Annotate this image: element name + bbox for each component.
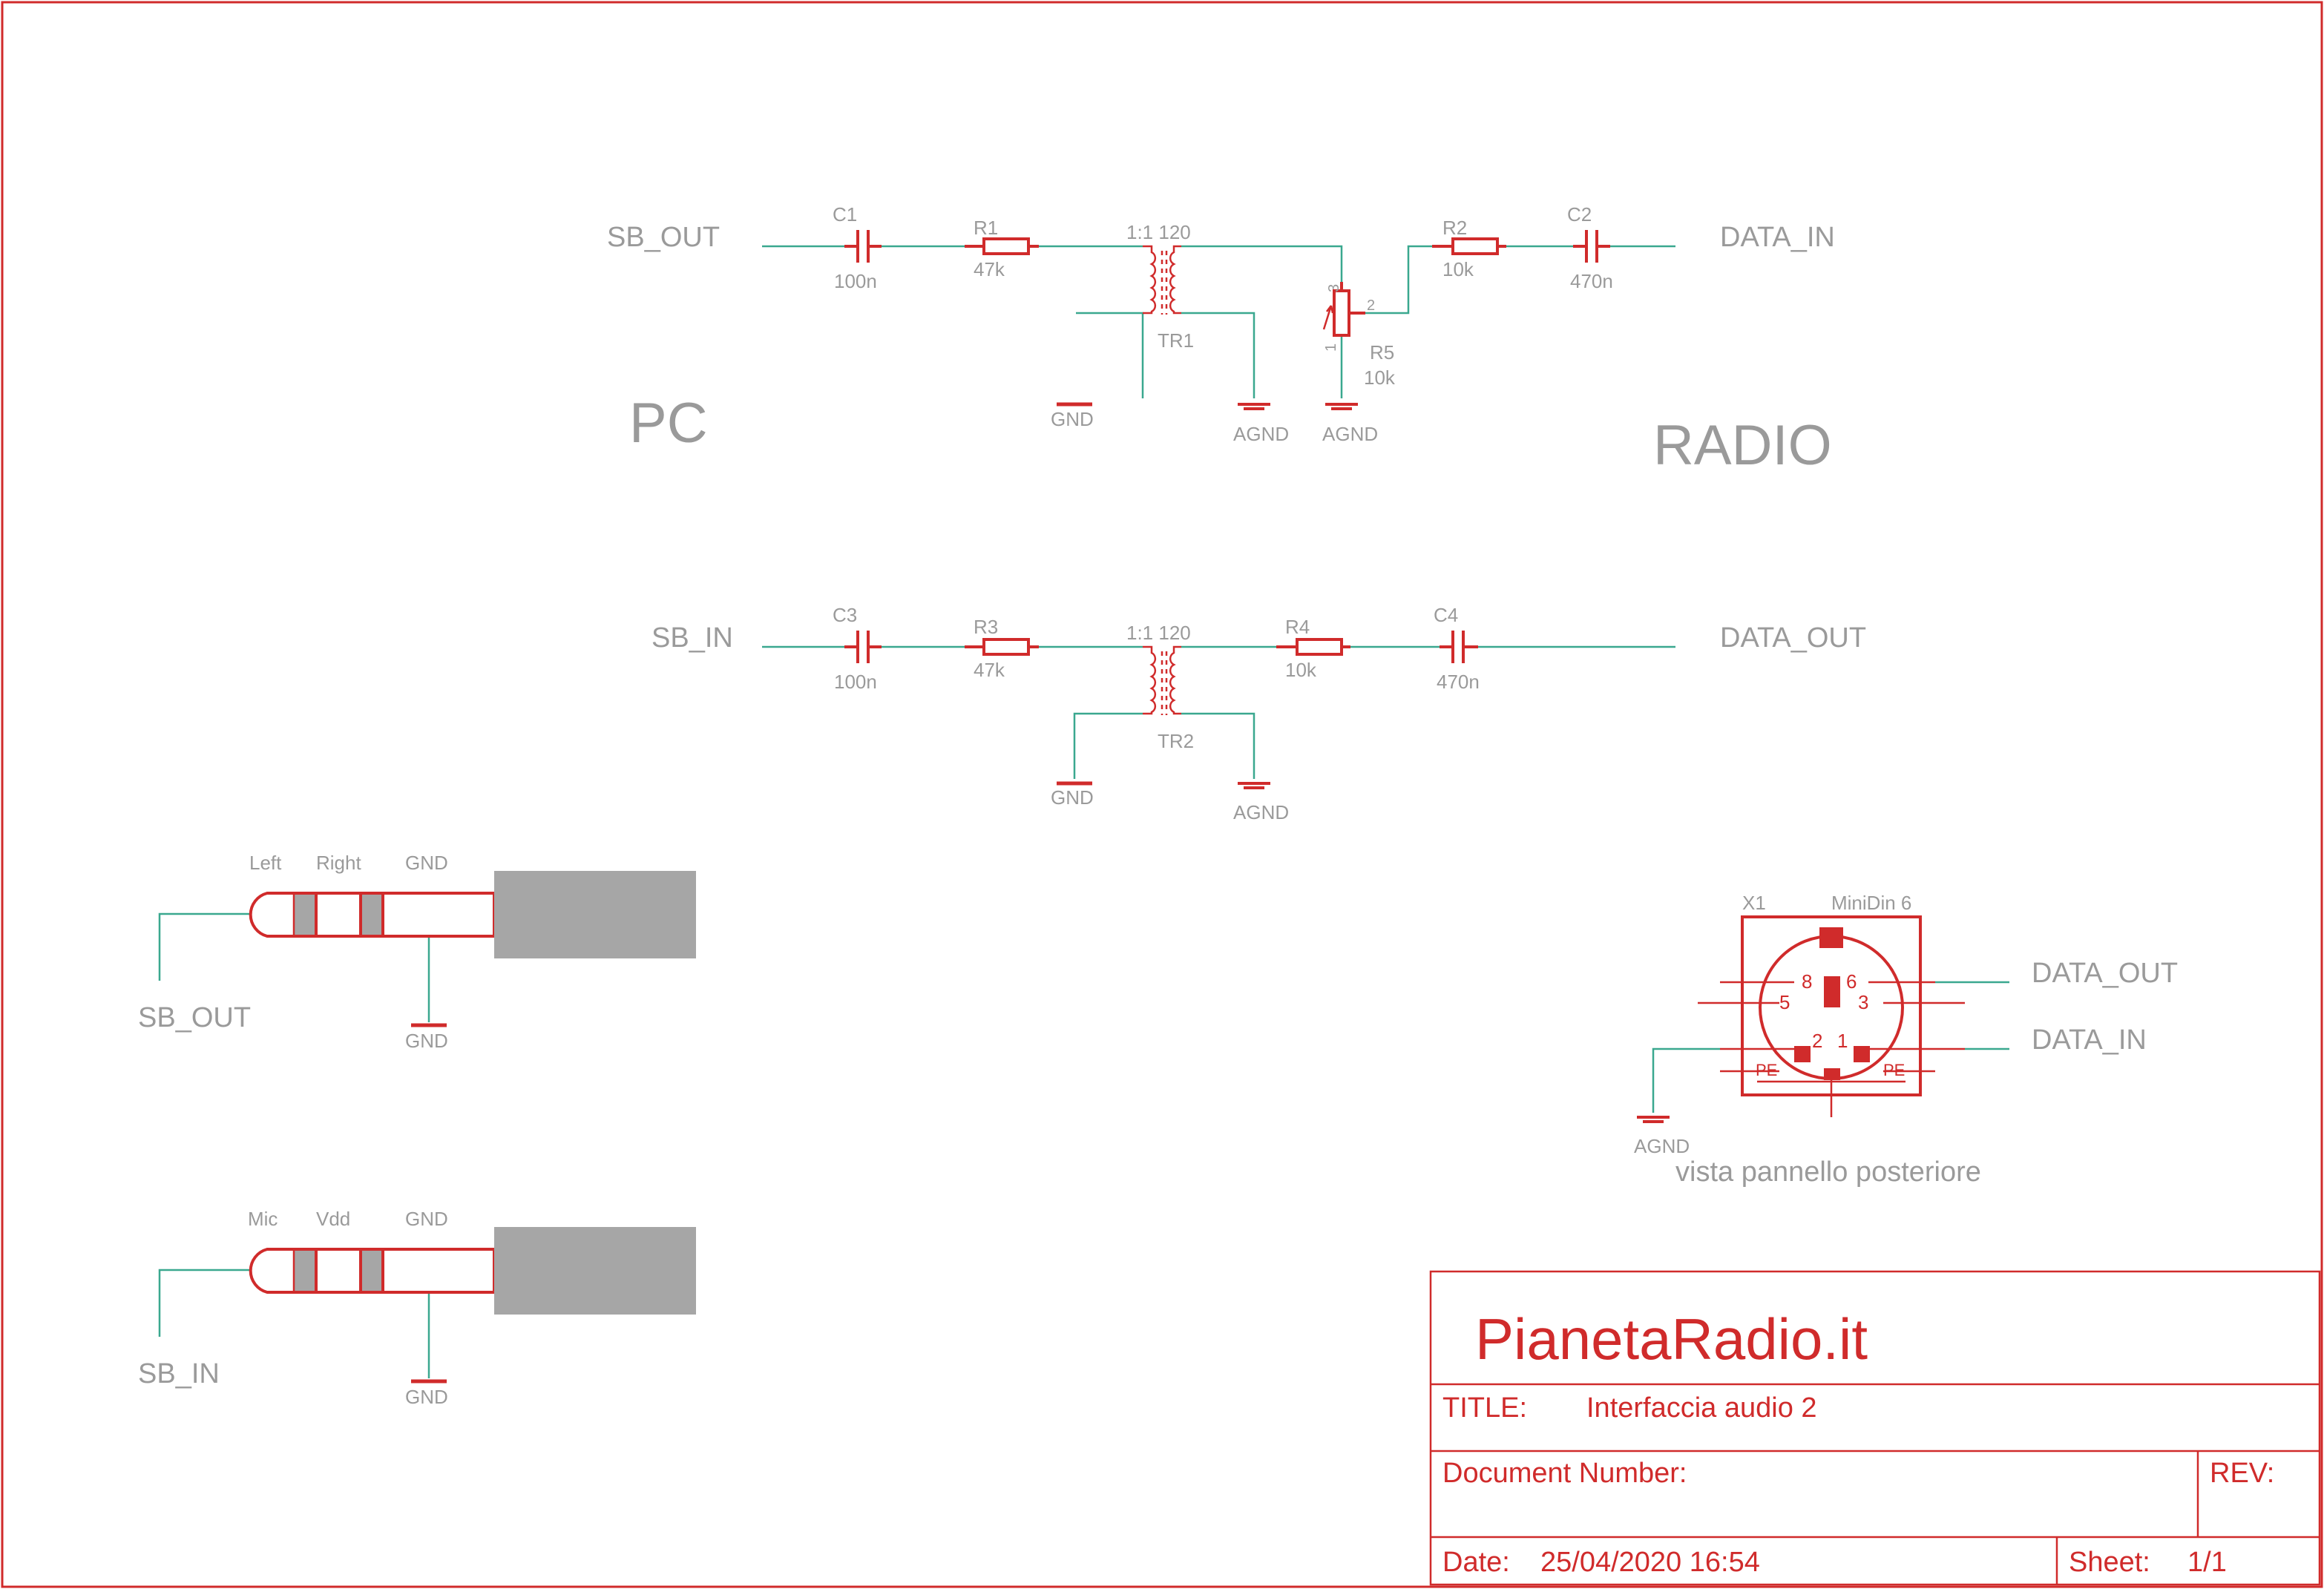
jack-out-ring-label: Right bbox=[316, 852, 361, 874]
potentiometer-r5: 3 2 1 R5 10k bbox=[1322, 282, 1396, 389]
section-label-pc: PC bbox=[629, 392, 708, 455]
jack-in-ring-label: Vdd bbox=[316, 1208, 350, 1230]
agnd-label-tr1: AGND bbox=[1233, 423, 1289, 445]
r3-name: R3 bbox=[974, 616, 998, 638]
r1-value: 47k bbox=[974, 258, 1005, 280]
jack-in-net-label: SB_IN bbox=[138, 1358, 220, 1389]
x1-pin-8: 8 bbox=[1802, 970, 1812, 993]
jack-out: Left Right GND SB_OUT GND bbox=[138, 852, 696, 1052]
connector-x1-minidin: X1 MiniDin 6 8 6 5 3 2 1 PE PE DATA_OUT … bbox=[1634, 892, 2178, 1188]
x1-net-data-in: DATA_IN bbox=[2032, 1024, 2147, 1056]
jack-out-gnd-label: GND bbox=[405, 1030, 448, 1052]
tr2-ratio: 1:1 120 bbox=[1126, 622, 1191, 644]
capacitor-c2: C2 470n bbox=[1567, 203, 1613, 292]
jack-in-tip-label: Mic bbox=[248, 1208, 278, 1230]
x1-pin-pe-left: PE bbox=[1756, 1061, 1777, 1079]
tr1-ratio: 1:1 120 bbox=[1126, 221, 1191, 243]
title-block-company: PianetaRadio.it bbox=[1475, 1306, 1868, 1372]
resistor-r1: R1 47k bbox=[965, 217, 1039, 280]
x1-type: MiniDin 6 bbox=[1831, 892, 1911, 914]
jack-out-sleeve-label: GND bbox=[405, 852, 448, 874]
net-label-data-in: DATA_IN bbox=[1720, 222, 1835, 253]
title-block-rev-label: REV: bbox=[2210, 1458, 2274, 1489]
transformer-tr2: 1:1 120 TR2 bbox=[1126, 622, 1194, 752]
agnd-label-r5: AGND bbox=[1322, 423, 1378, 445]
gnd-label-tr1: GND bbox=[1051, 408, 1094, 430]
tx-audio-path: SB_OUT DATA_IN C1 100n R1 47k bbox=[607, 203, 1835, 445]
title-block-sheet-label: Sheet: bbox=[2069, 1547, 2150, 1578]
r2-value: 10k bbox=[1442, 258, 1474, 280]
title-block-title-label: TITLE: bbox=[1442, 1392, 1527, 1424]
jack-out-tip-label: Left bbox=[249, 852, 282, 874]
net-label-sb-in: SB_IN bbox=[651, 622, 733, 654]
r3-value: 47k bbox=[974, 659, 1005, 681]
x1-pin-6: 6 bbox=[1846, 970, 1857, 993]
title-block-date-value: 25/04/2020 16:54 bbox=[1540, 1547, 1760, 1578]
capacitor-c4: C4 470n bbox=[1434, 604, 1480, 693]
x1-pin-1: 1 bbox=[1837, 1030, 1848, 1052]
title-block-sheet-value: 1/1 bbox=[2187, 1547, 2227, 1578]
jack-in-tip-ring bbox=[292, 1248, 318, 1294]
c1-value: 100n bbox=[834, 270, 877, 292]
x1-pin-2: 2 bbox=[1812, 1030, 1822, 1052]
jack-out-ring bbox=[359, 892, 384, 938]
transformer-tr1: 1:1 120 TR1 bbox=[1126, 221, 1194, 352]
r4-value: 10k bbox=[1285, 659, 1317, 681]
r5-name: R5 bbox=[1370, 341, 1394, 363]
r1-name: R1 bbox=[974, 217, 998, 239]
resistor-r4: R4 10k bbox=[1276, 616, 1350, 681]
jack-in-ring bbox=[359, 1248, 384, 1294]
title-block-docnum-label: Document Number: bbox=[1442, 1458, 1687, 1489]
c4-name: C4 bbox=[1434, 604, 1458, 626]
title-block: PianetaRadio.it TITLE: Interfaccia audio… bbox=[1429, 1270, 2321, 1586]
c3-name: C3 bbox=[833, 604, 857, 626]
jack-out-plug-body bbox=[494, 871, 696, 958]
c3-value: 100n bbox=[834, 671, 877, 693]
agnd-label-tr2: AGND bbox=[1233, 801, 1289, 823]
r2-name: R2 bbox=[1442, 217, 1467, 239]
x1-name: X1 bbox=[1742, 892, 1766, 914]
c4-value: 470n bbox=[1437, 671, 1480, 693]
jack-in: Mic Vdd GND SB_IN GND bbox=[138, 1208, 696, 1408]
jack-out-tip-ring bbox=[292, 892, 318, 938]
x1-pin-3: 3 bbox=[1858, 991, 1868, 1013]
jack-in-sleeve-label: GND bbox=[405, 1208, 448, 1230]
gnd-label-tr2: GND bbox=[1051, 786, 1094, 809]
capacitor-c3: C3 100n bbox=[833, 604, 882, 693]
tr1-name: TR1 bbox=[1158, 329, 1194, 352]
x1-agnd-label: AGND bbox=[1634, 1135, 1690, 1157]
net-label-data-out: DATA_OUT bbox=[1720, 622, 1866, 654]
resistor-r3: R3 47k bbox=[965, 616, 1039, 681]
c2-name: C2 bbox=[1567, 203, 1592, 226]
resistor-r2: R2 10k bbox=[1432, 217, 1506, 280]
x1-note: vista pannello posteriore bbox=[1675, 1157, 1981, 1188]
title-block-title-value: Interfaccia audio 2 bbox=[1586, 1392, 1817, 1424]
x1-pin-5: 5 bbox=[1779, 991, 1790, 1013]
r4-name: R4 bbox=[1285, 616, 1310, 638]
capacitor-c1: C1 100n bbox=[833, 203, 882, 292]
x1-net-data-out: DATA_OUT bbox=[2032, 958, 2178, 989]
r5-pin1: 1 bbox=[1323, 343, 1339, 352]
r5-value: 10k bbox=[1364, 366, 1396, 389]
r5-pin3: 3 bbox=[1326, 284, 1342, 292]
rx-audio-path: SB_IN DATA_OUT C3 100n R3 47k bbox=[651, 604, 1866, 823]
c2-value: 470n bbox=[1570, 270, 1613, 292]
tr2-name: TR2 bbox=[1158, 730, 1194, 752]
jack-in-plug-body bbox=[494, 1227, 696, 1315]
c1-name: C1 bbox=[833, 203, 857, 226]
jack-in-gnd-label: GND bbox=[405, 1386, 448, 1408]
section-label-radio: RADIO bbox=[1653, 414, 1832, 477]
net-label-sb-out: SB_OUT bbox=[607, 222, 720, 253]
r5-pin2: 2 bbox=[1367, 297, 1375, 314]
jack-out-net-label: SB_OUT bbox=[138, 1002, 251, 1033]
x1-pin-pe-right: PE bbox=[1883, 1061, 1905, 1079]
title-block-date-label: Date: bbox=[1442, 1547, 1510, 1578]
